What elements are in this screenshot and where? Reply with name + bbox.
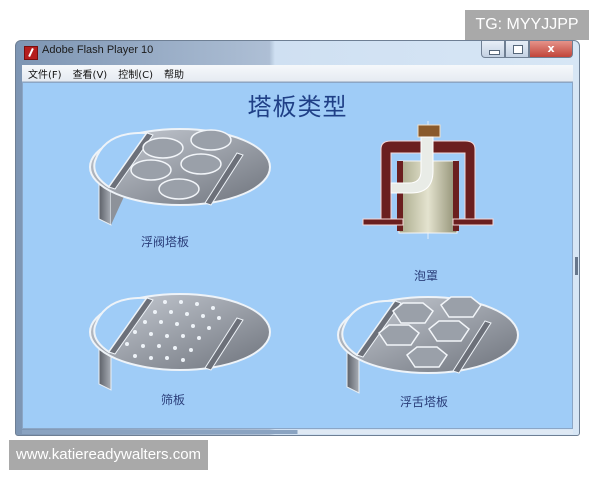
close-icon: x: [547, 42, 555, 55]
bubble-cap-illustration[interactable]: [353, 121, 503, 241]
flash-content-area: 塔板类型: [22, 82, 573, 429]
minimize-button[interactable]: [481, 41, 505, 58]
minimize-icon: [489, 50, 500, 55]
close-button[interactable]: x: [529, 41, 573, 58]
float-tongue-tray-illustration[interactable]: [333, 291, 523, 396]
bubble-cap-label: 泡罩: [414, 269, 439, 283]
page-title: 塔板类型: [247, 93, 348, 121]
menu-file[interactable]: 文件(F): [28, 69, 62, 81]
sieve-tray-label: 筛板: [161, 393, 186, 407]
window-right-edge: [573, 82, 579, 429]
window-bottom-edge: [22, 430, 573, 434]
maximize-icon: [513, 45, 523, 54]
float-valve-tray-label: 浮阀塔板: [141, 235, 190, 249]
float-valve-tray-illustration[interactable]: [85, 123, 275, 228]
menu-bar: 文件(F) 查看(V) 控制(C) 帮助: [22, 65, 573, 82]
sieve-tray-illustration[interactable]: [85, 288, 275, 393]
title-bar[interactable]: Adobe Flash Player 10 x: [16, 41, 579, 63]
maximize-button[interactable]: [505, 41, 529, 58]
menu-view[interactable]: 查看(V): [72, 69, 108, 81]
flash-icon: [24, 46, 38, 60]
window-title: Adobe Flash Player 10: [42, 44, 154, 56]
window-controls: x: [481, 41, 573, 58]
watermark-tg: TG: MYYJJPP: [465, 10, 589, 40]
watermark-url: www.katiereadywalters.com: [9, 440, 208, 470]
resize-grip[interactable]: [575, 257, 578, 275]
flash-player-window: Adobe Flash Player 10 x 文件(F) 查看(V) 控制(C…: [15, 40, 580, 436]
menu-control[interactable]: 控制(C): [118, 69, 154, 81]
menu-help[interactable]: 帮助: [164, 69, 185, 81]
float-tongue-tray-label: 浮舌塔板: [400, 395, 449, 409]
